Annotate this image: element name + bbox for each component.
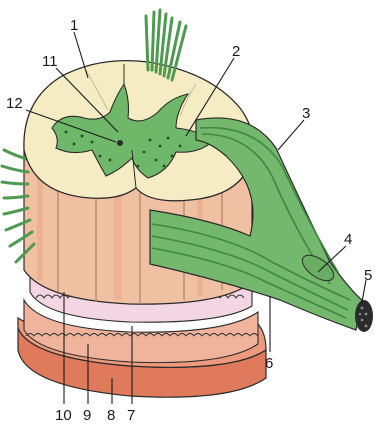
label-7: 7 [127, 407, 135, 424]
label-8: 8 [107, 407, 115, 424]
label-11: 11 [42, 53, 58, 70]
label-5: 5 [364, 267, 372, 284]
label-10: 10 [55, 407, 72, 424]
label-6: 6 [265, 355, 273, 372]
leader-3 [278, 120, 304, 150]
label-3: 3 [302, 105, 310, 122]
label-2: 2 [232, 43, 240, 60]
label-12: 12 [6, 95, 23, 112]
label-9: 9 [83, 407, 91, 424]
label-4: 4 [344, 231, 352, 248]
label-1: 1 [70, 17, 78, 34]
